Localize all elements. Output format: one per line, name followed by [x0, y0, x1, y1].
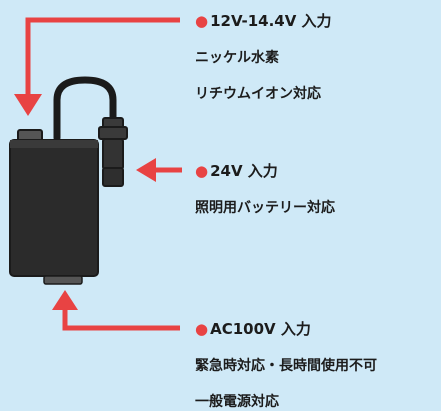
label-24v-input: ●24V 入力 照明用バッテリー対応 [195, 160, 335, 217]
label-12v-input: ●12V-14.4V 入力 ニッケル水素 リチウムイオン対応 [195, 10, 332, 103]
label-12v-line-1: ニッケル水素 [195, 50, 279, 66]
arrow-ac100v-input [52, 290, 180, 331]
red-dot-icon: ● [195, 162, 209, 180]
label-ac100v-line-2: 一般電源対応 [195, 394, 279, 410]
label-24v-title: ●24V 入力 [195, 162, 278, 180]
label-24v-line-1: 照明用バッテリー対応 [195, 200, 335, 216]
red-dot-icon: ● [195, 12, 209, 30]
label-12v-title: ●12V-14.4V 入力 [195, 12, 332, 30]
red-dot-icon: ● [195, 320, 209, 338]
label-ac100v-line-1: 緊急時対応・長時間使用不可 [195, 358, 377, 374]
label-ac100v-title: ●AC100V 入力 [195, 320, 311, 338]
connector-plug [98, 117, 128, 187]
label-ac100v-input: ●AC100V 入力 緊急時対応・長時間使用不可 一般電源対応 [195, 318, 377, 411]
label-12v-line-2: リチウムイオン対応 [195, 86, 321, 102]
arrow-12v-input [14, 17, 180, 116]
device-cable [53, 76, 117, 142]
adapter-device [9, 129, 99, 285]
arrow-24v-input [136, 158, 182, 182]
